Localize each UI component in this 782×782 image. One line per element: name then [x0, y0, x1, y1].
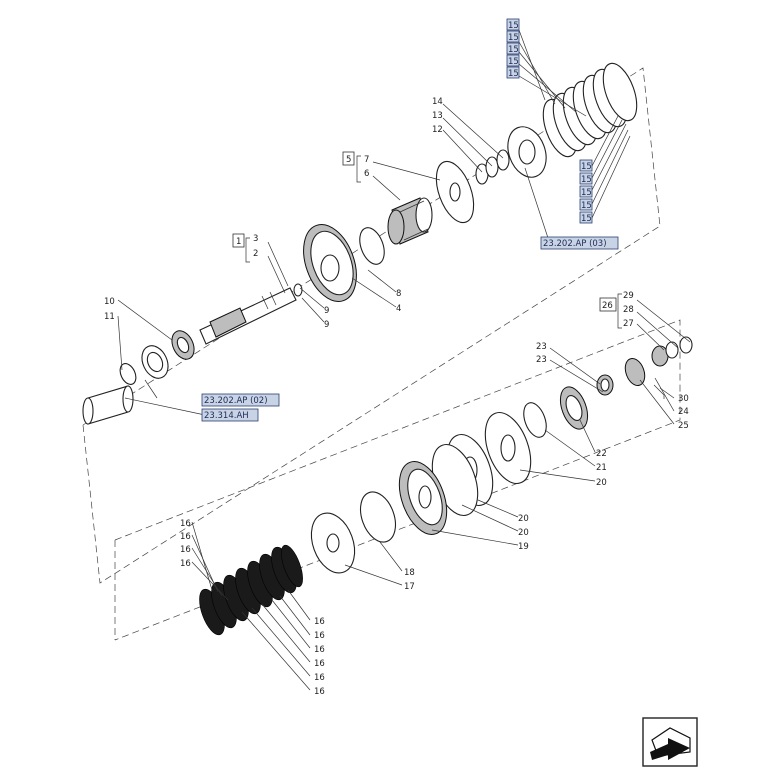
- svg-text:16: 16: [314, 645, 325, 655]
- svg-text:27: 27: [623, 319, 634, 329]
- svg-text:19: 19: [518, 542, 529, 552]
- svg-text:26: 26: [602, 301, 613, 311]
- svg-text:18: 18: [404, 568, 415, 578]
- spring-stack-16: [199, 544, 303, 636]
- seal-cluster: [523, 336, 693, 438]
- svg-text:15: 15: [508, 33, 519, 43]
- svg-text:15: 15: [581, 201, 592, 211]
- bearing-10: [171, 330, 195, 360]
- bevel-gear-4: [303, 224, 357, 302]
- svg-text:15: 15: [581, 188, 592, 198]
- svg-text:2: 2: [253, 249, 258, 259]
- svg-text:23.314.AH: 23.314.AH: [204, 411, 249, 421]
- pressure-plate-19: [398, 461, 448, 535]
- svg-text:3: 3: [253, 234, 258, 244]
- reference-link-ah[interactable]: 23.314.AH: [201, 408, 259, 422]
- svg-text:9: 9: [324, 306, 329, 316]
- svg-text:10: 10: [104, 297, 115, 307]
- svg-text:22: 22: [596, 449, 607, 459]
- group-marker-26: 26: [599, 297, 617, 312]
- coupling-sleeve: [82, 385, 134, 425]
- reference-link-ap03[interactable]: 23.202.AP (03): [540, 236, 619, 250]
- svg-text:16: 16: [314, 673, 325, 683]
- reference-link-ap02[interactable]: 23.202.AP (02): [201, 393, 280, 407]
- svg-text:16: 16: [180, 559, 191, 569]
- svg-text:23.202.AP (03): 23.202.AP (03): [543, 239, 607, 249]
- svg-text:20: 20: [596, 478, 607, 488]
- svg-text:1: 1: [236, 237, 241, 247]
- svg-text:9: 9: [324, 320, 329, 330]
- svg-text:30: 30: [678, 394, 689, 404]
- highlighted-labels-15-top[interactable]: 15 15 15 15 15: [506, 18, 520, 79]
- arrow-page-icon[interactable]: [642, 717, 698, 767]
- svg-text:15: 15: [581, 214, 592, 224]
- group-brackets: [245, 155, 622, 329]
- group-marker-5: 5: [342, 151, 355, 166]
- svg-text:23: 23: [536, 355, 547, 365]
- svg-text:8: 8: [396, 289, 401, 299]
- svg-text:24: 24: [678, 407, 689, 417]
- svg-text:16: 16: [314, 631, 325, 641]
- svg-text:15: 15: [508, 57, 519, 67]
- svg-text:6: 6: [364, 169, 369, 179]
- svg-text:4: 4: [396, 304, 401, 314]
- svg-text:11: 11: [104, 312, 115, 322]
- svg-text:25: 25: [678, 421, 689, 431]
- group-marker-1: 1: [232, 233, 245, 248]
- plate-17: [310, 512, 356, 574]
- splined-hub-6: [387, 197, 433, 245]
- highlighted-labels-15-right[interactable]: 15 15 15 15 15: [579, 159, 593, 224]
- svg-text:23.202.AP (02): 23.202.AP (02): [204, 396, 268, 406]
- snap-ring-11: [119, 363, 137, 385]
- svg-text:16: 16: [314, 617, 325, 627]
- svg-text:29: 29: [623, 291, 634, 301]
- svg-text:14: 14: [432, 97, 443, 107]
- disc-stack-15: [542, 62, 638, 158]
- svg-text:16: 16: [180, 519, 191, 529]
- svg-text:20: 20: [518, 528, 529, 538]
- shim-8: [359, 227, 385, 265]
- clutch-discs-20: [431, 412, 532, 516]
- svg-text:16: 16: [314, 687, 325, 697]
- svg-text:15: 15: [508, 45, 519, 55]
- snap-ring-18: [359, 491, 397, 543]
- end-plate: [507, 126, 547, 178]
- assembly-outline: [82, 67, 681, 641]
- svg-text:15: 15: [581, 162, 592, 172]
- svg-text:5: 5: [346, 155, 351, 165]
- svg-text:21: 21: [596, 463, 607, 473]
- pinion-shaft: [199, 283, 303, 345]
- svg-text:15: 15: [581, 175, 592, 185]
- svg-text:15: 15: [508, 69, 519, 79]
- bearing-part: [141, 345, 169, 379]
- svg-text:16: 16: [314, 659, 325, 669]
- svg-text:7: 7: [364, 155, 369, 165]
- svg-text:17: 17: [404, 582, 415, 592]
- svg-text:13: 13: [432, 111, 443, 121]
- svg-text:23: 23: [536, 342, 547, 352]
- svg-text:16: 16: [180, 532, 191, 542]
- leader-lines: [117, 29, 691, 691]
- disc-7: [435, 160, 475, 224]
- svg-text:28: 28: [623, 305, 634, 315]
- svg-text:15: 15: [508, 21, 519, 31]
- svg-text:20: 20: [518, 514, 529, 524]
- svg-text:16: 16: [180, 545, 191, 555]
- part-labels: 3 2 7 6 8 4 9 9 10 11 14 13 12 29 28 27 …: [104, 97, 689, 697]
- svg-text:12: 12: [432, 125, 443, 135]
